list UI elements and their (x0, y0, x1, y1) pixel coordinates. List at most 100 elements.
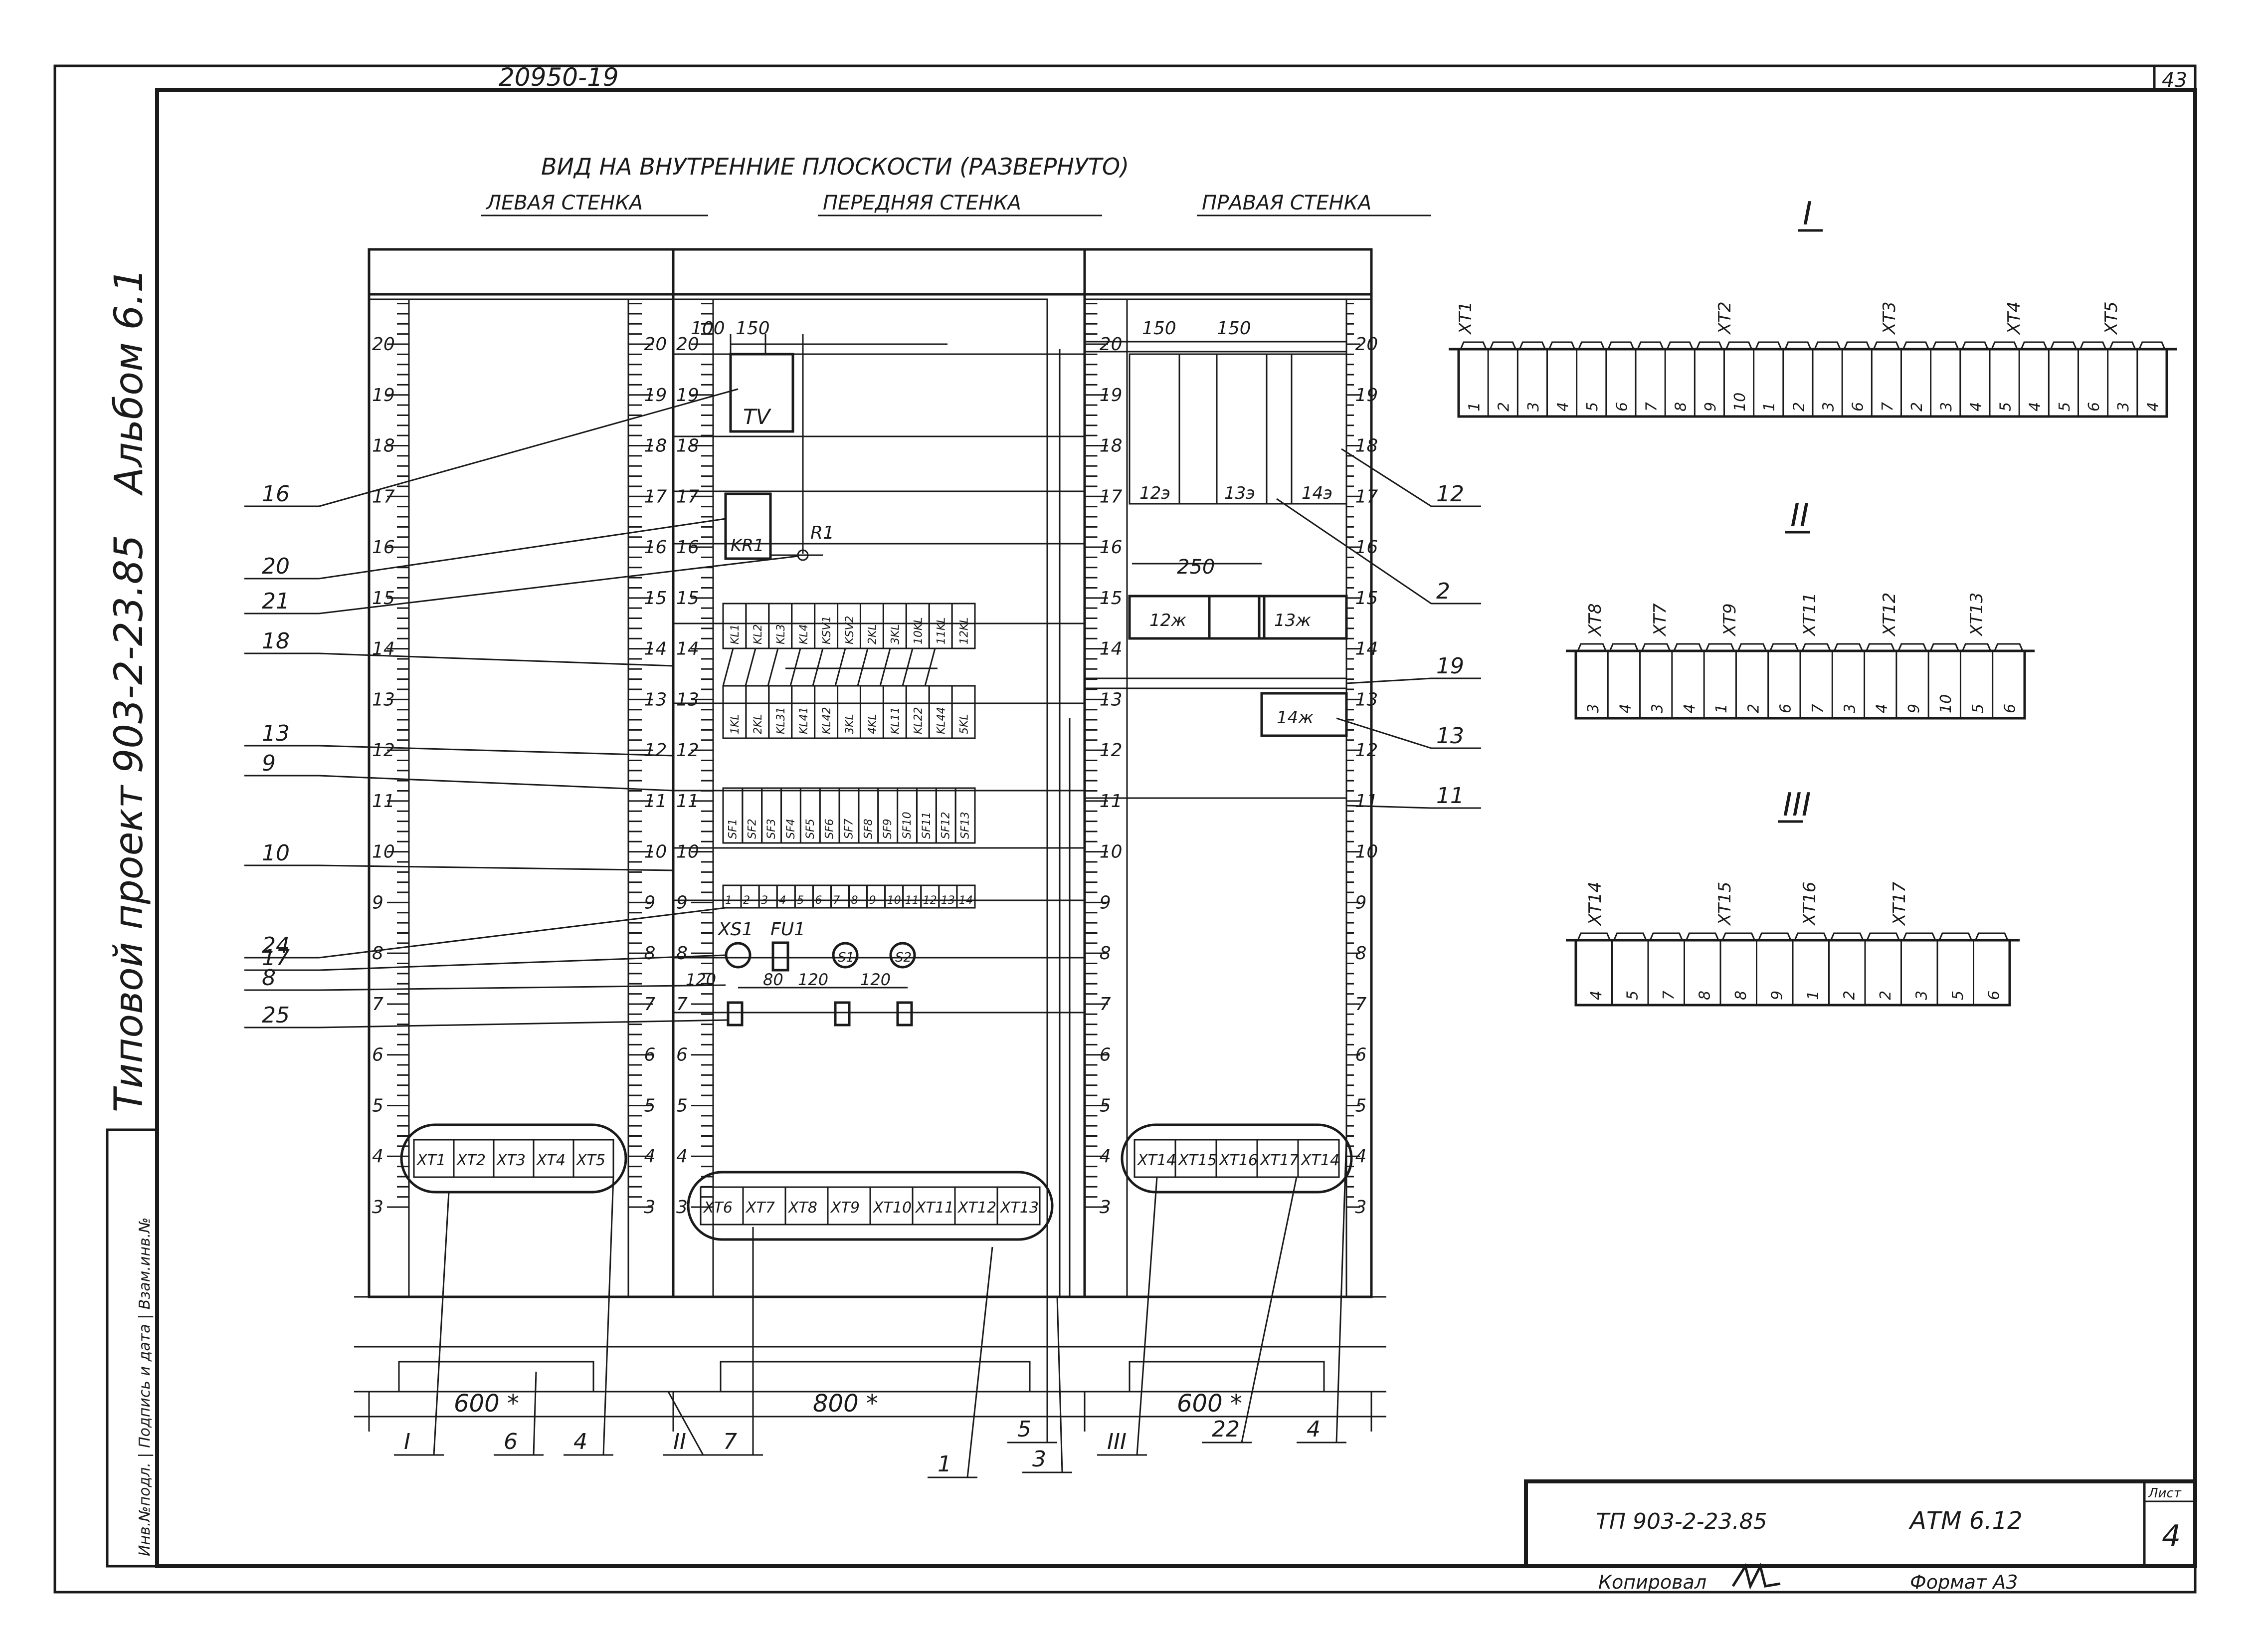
breaker-row-label: SF7 (843, 819, 855, 839)
callout-leader (319, 652, 674, 667)
blocks-left-label: XT3 (496, 1152, 526, 1169)
callout-leader (1346, 677, 1432, 684)
blocks-front-label: XT11 (915, 1199, 954, 1217)
detail-I-cap (1814, 341, 1841, 350)
detail-II-cap (1769, 643, 1799, 651)
callout-8: 8 (262, 965, 276, 991)
detail-I-cell: 4 (1967, 402, 1985, 412)
detail-II-label: XT7 (1650, 603, 1670, 637)
callout-5: 5 (1017, 1417, 1031, 1442)
relay-row-2-cell (951, 685, 976, 739)
detail-II-cap (1962, 643, 1992, 651)
callout-leader (1336, 717, 1432, 749)
detail-I-cap (1696, 341, 1723, 350)
rail-number: 18 (1100, 436, 1123, 456)
callout-leader (533, 1371, 537, 1455)
blocks-right-label: XT14 (1300, 1152, 1339, 1169)
rail-number: 12 (1355, 740, 1378, 761)
rail-number: 11 (676, 791, 699, 812)
rail-number: 20 (676, 334, 699, 355)
detail-I-cell: 6 (1850, 402, 1867, 412)
rail-number: 3 (372, 1197, 383, 1218)
relay-row-2-label: KL42 (821, 707, 833, 734)
detail-I-cap (1637, 341, 1664, 350)
rail-number: 4 (1100, 1146, 1111, 1167)
s2-label: S2 (895, 950, 912, 965)
chamber-13-label: 13ж (1274, 611, 1311, 630)
rail-number: 8 (676, 943, 688, 964)
resistor-13-label: 13э (1224, 483, 1255, 503)
left-wall-label: ЛЕВАЯ СТЕНКА (485, 192, 643, 214)
callout-leader (1341, 448, 1432, 507)
view-title: ВИД НА ВНУТРЕННИЕ ПЛОСКОСТИ (РАЗВЕРНУТО) (541, 153, 1129, 180)
callout-24: 24 (262, 933, 290, 958)
breaker-row-label: SF8 (862, 819, 875, 839)
detail-I-cap (1961, 341, 1989, 350)
relay-row-2-label: 3KL (844, 714, 856, 734)
detail-II-cell: 10 (1937, 694, 1955, 713)
rail-number: 9 (644, 892, 656, 913)
resistor-12-label: 12э (1139, 483, 1170, 503)
callout-11: 11 (1436, 783, 1464, 809)
rail-number: 13 (644, 689, 667, 710)
callout-25: 25 (262, 1003, 290, 1028)
detail-I-cap (1991, 341, 2018, 350)
blocks-right-label: XT15 (1177, 1152, 1217, 1169)
front-wall-label: ПЕРЕДНЯЯ СТЕНКА (823, 192, 1021, 214)
detail-I-label: XT3 (1880, 301, 1899, 335)
rail-number: 10 (372, 842, 395, 862)
xs1-label: XS1 (717, 919, 753, 940)
side-stamp: Инв.№подл. | Подпись и дата | Взам.инв.№ (136, 1218, 154, 1556)
rail-number: 19 (1355, 385, 1378, 406)
rail-number: 5 (676, 1095, 688, 1116)
relay-wire (767, 648, 779, 686)
terminal-row-label: 11 (905, 894, 919, 907)
detail-II-cap (1929, 643, 1959, 651)
callout-leader (319, 864, 674, 871)
detail-I-cap (1725, 341, 1753, 350)
blocks-right-label: XT16 (1218, 1152, 1258, 1169)
rail-number: 6 (1355, 1045, 1367, 1065)
rail-number: 7 (1100, 994, 1111, 1015)
rail-number: 16 (644, 537, 667, 558)
callout-4: 4 (1307, 1417, 1321, 1442)
detail-I-cap (1578, 341, 1605, 350)
detail-I-cell: 8 (1673, 402, 1690, 412)
detail-I-cap (2020, 341, 2048, 350)
s1-label: S1 (838, 950, 854, 965)
detail-I-cell: 2 (1908, 402, 1926, 412)
rail-number: 8 (1355, 943, 1367, 964)
detail-II-cell: 4 (1874, 704, 1891, 713)
relay-wire (789, 648, 801, 686)
callout-leader (319, 745, 674, 757)
dim-150-right-a: 150 (1142, 318, 1176, 339)
terminal-row-label: 3 (761, 894, 768, 907)
rail-number: 13 (1355, 689, 1378, 710)
relay-row-2-label: KL44 (935, 707, 947, 734)
dim-100: 100 (691, 318, 725, 339)
detail-II-cell: 3 (1841, 704, 1859, 713)
detail-I-cell: 4 (1554, 402, 1572, 412)
detail-II-cap (1577, 643, 1607, 651)
breaker-row-label: SF2 (746, 819, 758, 839)
relay-row-2-label: KL41 (798, 707, 810, 734)
rail-number: 3 (1355, 1197, 1367, 1218)
rail-number: 20 (372, 334, 395, 355)
rail-number: 14 (1355, 639, 1378, 659)
rail-number: 11 (644, 791, 667, 812)
rail-number: 5 (644, 1095, 656, 1116)
rail-number: 3 (644, 1197, 656, 1218)
relay-row-1-label: 11KL (935, 617, 947, 644)
resistor-14-label: 14э (1302, 483, 1332, 503)
rail-number: 9 (1100, 892, 1111, 913)
terminal-row-label: 14 (959, 894, 973, 907)
relay-wire (812, 648, 824, 686)
detail-III-cell: 4 (1588, 991, 1605, 1000)
rail-number: 20 (644, 334, 667, 355)
copied-label: Копировал (1598, 1571, 1706, 1593)
terminal-row-label: 2 (743, 894, 750, 907)
accessory-row (725, 941, 916, 1027)
blocks-left-label: XT2 (456, 1152, 486, 1169)
detail-II-cap (1994, 643, 2024, 651)
